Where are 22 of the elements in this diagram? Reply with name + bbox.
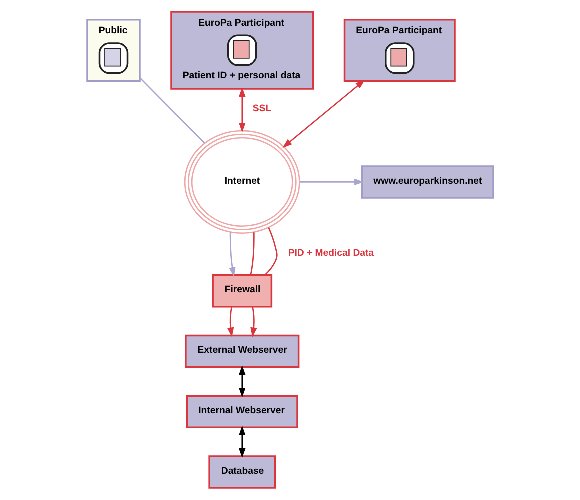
node-box: EuroPa Participant Patient ID + personal data <box>170 11 314 90</box>
node-box: EuroPa Participant <box>343 19 456 82</box>
connector <box>264 227 278 276</box>
node-box: External Webserver <box>184 334 300 368</box>
edge-label: SSL <box>252 104 272 115</box>
arrow <box>226 306 234 338</box>
node-box: Firewall <box>212 274 272 308</box>
arrow <box>228 232 236 278</box>
connector <box>250 232 254 276</box>
arrow <box>238 87 246 133</box>
node-ellipse: Internet <box>184 130 300 234</box>
arrow <box>238 426 246 458</box>
arrow <box>250 306 257 338</box>
arrow <box>238 365 246 398</box>
arrow <box>282 80 365 148</box>
node-box: Database <box>208 456 276 489</box>
edge-label: PID + Medical Data <box>288 248 374 259</box>
node-box: Internal Webserver <box>186 395 298 428</box>
node-box: Public <box>86 19 140 82</box>
node-box: www.europarkinson.net <box>360 166 494 199</box>
connector <box>139 78 205 144</box>
arrow <box>299 178 364 186</box>
